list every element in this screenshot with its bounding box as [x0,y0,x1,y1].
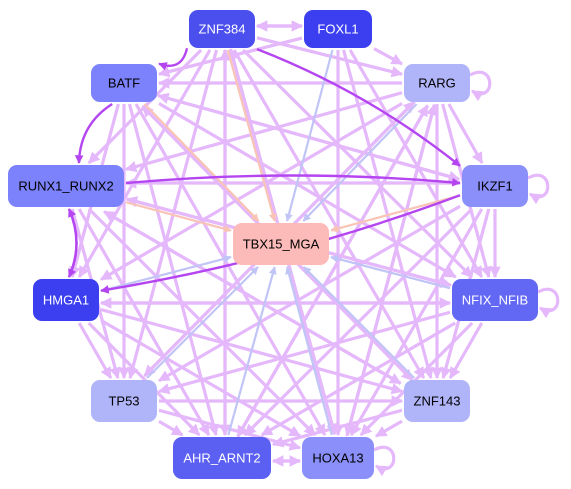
edge-nfix_nfib-to-tp53 [157,310,451,395]
node-label: RUNX1_RUNX2 [18,179,113,194]
node-label: RARG [418,76,456,91]
node-label: TP53 [108,394,139,409]
node-ikzf1[interactable]: IKZF1 [462,165,528,207]
edge-ahr_arnt2-to-rarg [236,104,429,438]
self-loop-nfix_nfib [537,287,560,319]
node-label: IKZF1 [477,179,512,194]
edge-hoxa13-to-tbx15_mga [285,266,333,436]
node-box [173,437,271,479]
edge-znf143-to-runx1_runx2 [103,210,402,385]
edge-znf143-to-tbx15_mga [303,266,415,379]
edge-znf143-to-ahr_arnt2 [271,408,403,448]
node-box [33,279,99,321]
edge-batf-to-runx1_runx2 [74,102,113,164]
node-ahr-arnt2[interactable]: AHR_ARNT2 [173,437,271,479]
node-label: FOXL1 [317,22,358,37]
edge-ikzf1-to-tp53 [158,204,461,383]
node-znf384[interactable]: ZNF384 [189,10,255,48]
self-loop-ikzf1 [527,173,550,205]
edge-hmga1-to-hoxa13 [100,318,301,438]
node-batf[interactable]: BATF [91,64,157,102]
node-label: TBX15_MGA [243,237,320,252]
edge-hmga1-to-tbx15_mga [100,254,232,292]
node-box [302,437,374,479]
self-loop-layer [373,70,560,477]
node-runx1-runx2[interactable]: RUNX1_RUNX2 [8,165,124,207]
node-tp53[interactable]: TP53 [91,380,157,422]
node-tbx15-mga[interactable]: TBX15_MGA [233,223,329,265]
node-box [304,10,372,48]
edge-batf-to-nfix_nfib [158,102,457,279]
self-loop-rarg [469,70,492,102]
node-box [462,165,528,207]
edge-ikzf1-to-tbx15_mga [330,194,461,233]
node-hmga1[interactable]: HMGA1 [33,279,99,321]
edge-nfix_nfib-to-znf143 [448,322,484,379]
node-label: ZNF384 [199,22,246,37]
self-loop-hoxa13 [373,445,396,477]
node-label: HOXA13 [312,451,363,466]
node-znf143[interactable]: ZNF143 [404,380,470,422]
edge-znf143-to-hoxa13 [375,419,403,438]
edge-hmga1-to-runx1_runx2 [67,208,78,278]
edge-rarg-to-runx1_runx2 [124,91,403,173]
edge-rarg-to-hmga1 [100,102,403,281]
edge-foxl1-to-rarg [373,47,404,66]
edge-hoxa13-to-rarg [345,103,438,437]
node-label: NFIX_NFIB [462,293,528,308]
node-box [404,64,470,102]
node-rarg[interactable]: RARG [404,64,470,102]
edge-hmga1-to-tp53 [77,322,113,379]
edge-ahr_arnt2-to-tbx15_mga [227,266,277,436]
edge-nfix_nfib-to-tbx15_mga [330,255,451,290]
edge-tp53-to-tbx15_mga [146,266,259,379]
node-label: ZNF143 [414,394,461,409]
edge-tp53-to-ahr_arnt2 [158,419,184,437]
node-box [452,279,538,321]
edge-batf-to-tbx15_mga [143,103,260,222]
node-foxl1[interactable]: FOXL1 [304,10,372,48]
edge-foxl1-to-tbx15_mga [285,49,334,222]
node-box [404,380,470,422]
edge-znf384-to-batf [158,47,189,71]
node-label: AHR_ARNT2 [183,451,260,466]
edge-znf384-to-tbx15_mga [226,49,277,222]
edge-foxl1-to-nfix_nfib [348,49,484,278]
node-nfix-nfib[interactable]: NFIX_NFIB [452,279,538,321]
node-box [91,64,157,102]
edge-rarg-to-ikzf1 [447,103,484,165]
node-box [8,165,124,207]
edge-runx1_runx2-to-ikzf1 [125,174,461,187]
node-label: HMGA1 [43,293,89,308]
node-box [189,10,255,48]
edge-znf384-to-znf143 [232,49,426,379]
edge-rarg-to-tbx15_mga [302,103,418,222]
node-hoxa13[interactable]: HOXA13 [302,437,374,479]
edge-nfix_nfib-to-ahr_arnt2 [260,321,457,437]
node-label: BATF [108,76,140,91]
node-box [91,380,157,422]
edge-znf384-to-ikzf1 [256,48,461,167]
edge-runx1_runx2-to-tbx15_mga [125,201,232,233]
edge-layer-peach [125,49,461,233]
node-box [233,223,329,265]
